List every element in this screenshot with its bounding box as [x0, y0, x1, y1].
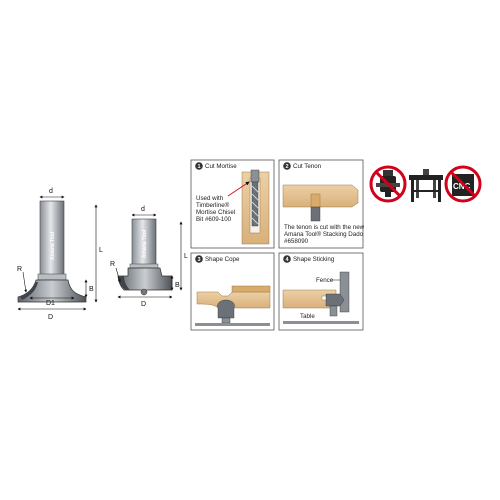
cnc-label: CNC — [453, 182, 471, 191]
step-3-badge — [195, 255, 203, 263]
step-4-number: 4 — [286, 257, 290, 263]
left-dim-r-leader — [22, 271, 28, 293]
left-bit-cutter — [17, 279, 87, 303]
right-dim-d-label: d — [141, 206, 145, 213]
step-3-number: 3 — [198, 257, 201, 263]
left-bit-brand-text: Amana Tool — [50, 231, 56, 260]
prohibit-slash-3 — [449, 170, 477, 198]
left-dim-d1-label: D1 — [46, 300, 55, 307]
left-bit-carbide — [20, 282, 38, 300]
step-4-table — [283, 321, 359, 324]
step-3-table — [195, 323, 270, 326]
step-4-bit — [325, 293, 345, 317]
left-dim-d-label: d — [49, 188, 53, 195]
right-bit-shank — [131, 218, 157, 268]
step-1-pointer-arrow — [227, 181, 250, 197]
left-dim-dbig-label: D — [48, 314, 53, 321]
step-2-dado-blade — [310, 206, 321, 222]
step-4-workpiece — [282, 289, 337, 309]
left-dim-r-label: R — [17, 266, 22, 273]
right-bit-brand-text: Amana Tool — [142, 229, 148, 258]
step-panel-1: 1 Cut Mortise Used with Timberline® Mort… — [190, 159, 275, 249]
router-table-icon — [409, 169, 443, 202]
step-panel-3: 3 Shape Cope — [190, 252, 275, 331]
step-3-bit — [217, 299, 235, 324]
step-2-tenon — [310, 193, 321, 208]
cnc-prohibited-icon: CNC — [444, 165, 482, 203]
step-panel-4: 4 Shape Sticking Fence Table — [278, 252, 364, 331]
step-4-title: Shape Sticking — [293, 256, 335, 263]
step-2-badge — [283, 162, 291, 170]
left-dim-l-label: L — [99, 247, 103, 254]
step-2-title: Cut Tenon — [293, 163, 322, 170]
right-dim-b-label: B — [175, 282, 180, 289]
right-dim-r-leader — [115, 267, 121, 283]
step-4-fence — [339, 271, 350, 313]
step-1-chisel-bit — [250, 169, 260, 227]
step-4-table-label: Table — [300, 313, 315, 320]
step-1-badge — [195, 162, 203, 170]
step-3-title: Shape Cope — [205, 256, 240, 263]
step-1-body-line-2: Timberline® — [196, 202, 230, 209]
step-4-badge — [283, 255, 291, 263]
step-2-body-line-2: Amana Tool® Stacking Dado — [284, 231, 364, 238]
step-1-body-line-3: Mortise Chisel — [196, 209, 235, 216]
step-panel-2: 2 Cut Tenon The tenon is cut with the ne… — [278, 159, 365, 249]
right-router-bit: Amana Tool d L B R D — [110, 206, 188, 308]
step-2-body-line-3: #658090 — [284, 238, 309, 245]
step-1-title: Cut Mortise — [205, 163, 237, 170]
left-bit-shank-brand: Amana Tool — [50, 231, 56, 260]
step-3-fence-block — [231, 285, 271, 293]
step-3-workpiece — [196, 291, 271, 309]
right-bit-bearing — [140, 288, 148, 296]
step-2-number: 2 — [286, 164, 289, 170]
right-dim-dbig-label: D — [141, 301, 146, 308]
prohibit-ring-3 — [444, 165, 482, 203]
left-dim-b-label: B — [89, 286, 94, 293]
step-4-fence-label: Fence — [316, 277, 334, 284]
handheld-router-prohibited-icon — [369, 165, 407, 203]
right-bit-collar — [129, 263, 159, 269]
step-2-rail — [282, 184, 359, 208]
left-router-bit: Amana Tool d L B R D1 D — [17, 188, 103, 321]
right-bit-carbide — [118, 276, 130, 290]
right-dim-r-label: R — [110, 261, 115, 268]
step-2-body-line-1: The tenon is cut with the new — [284, 224, 365, 231]
prohibit-slash-1 — [374, 170, 402, 198]
prohibit-ring-1 — [369, 165, 407, 203]
step-1-body-line-1: Used with — [196, 195, 224, 202]
step-1-body-line-4: Bit #609-100 — [196, 216, 232, 223]
step-1-number: 1 — [198, 164, 201, 170]
left-bit-shank — [39, 200, 65, 278]
left-bit-collar — [37, 273, 67, 281]
right-dim-l-label: L — [184, 253, 188, 260]
